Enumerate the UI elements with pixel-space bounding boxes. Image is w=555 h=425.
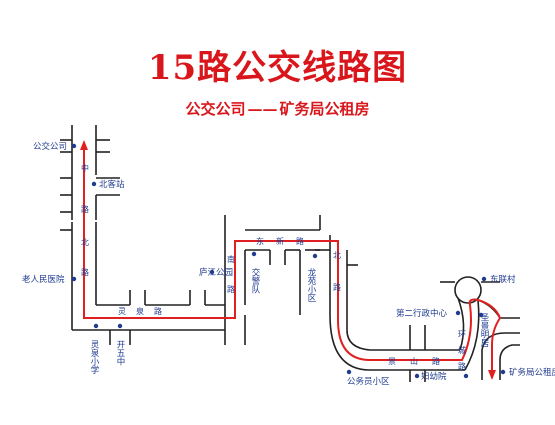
road-label-nan2: 路: [227, 284, 235, 294]
road-label-b1: 北: [333, 251, 341, 260]
bus-route-line: [83, 145, 502, 378]
stop-shengjingmingju: 圣景明居: [479, 313, 489, 348]
stop-lingquanxiaoxue: 灵泉小学: [89, 340, 99, 374]
stop-dots: [71, 143, 506, 379]
road-label-lingquan: 灵泉路: [118, 306, 172, 316]
road-label-jingshan: 景山路: [388, 356, 454, 366]
stop-kaiwuzhong: 开五中: [115, 340, 125, 366]
route-arrow-end: [488, 370, 496, 380]
road-network: [60, 125, 520, 382]
stop-laorenyiyuan: 老人民医院: [22, 274, 65, 285]
stop-gongwuyuanxiaoqu: 公务员小区: [347, 376, 390, 387]
route-subtitle: 公交公司——矿务局公租房: [0, 98, 555, 119]
route-end: 矿务局公租房: [279, 100, 370, 118]
map-title: 15路公交线路图: [147, 48, 408, 88]
stop-kuangwuju: 矿务局公租房: [509, 367, 555, 378]
road-label-r3: 北: [81, 238, 89, 247]
route-dash: ——: [247, 100, 278, 118]
road-label-huancheng: 环城路: [458, 330, 467, 378]
road-label-r1: 中: [81, 163, 89, 173]
stop-dongliancun: 东联村: [490, 274, 516, 285]
road-label-b2: 路: [333, 282, 341, 292]
road-label-r2: 路: [81, 204, 89, 214]
stop-longyuanxiaoqu: 龙苑小区: [306, 267, 316, 302]
route-start: 公交公司: [185, 100, 246, 118]
route-arrow-start: [80, 140, 88, 150]
road-label-nan1: 南: [227, 254, 235, 264]
road-label-dongxin: 东新路: [256, 236, 316, 246]
road-label-r4: 路: [81, 267, 89, 277]
stop-jiaojingdui: 交警队: [250, 267, 260, 294]
stop-fuyouyuan: 妇幼院: [421, 371, 447, 382]
stop-gongjiao: 公交公司: [33, 141, 67, 152]
stop-dierxingzheng: 第二行政中心: [396, 308, 448, 319]
stop-beikezhan: 北客站: [99, 179, 125, 190]
stop-lujianggongyuan: 庐江公园: [199, 267, 233, 278]
